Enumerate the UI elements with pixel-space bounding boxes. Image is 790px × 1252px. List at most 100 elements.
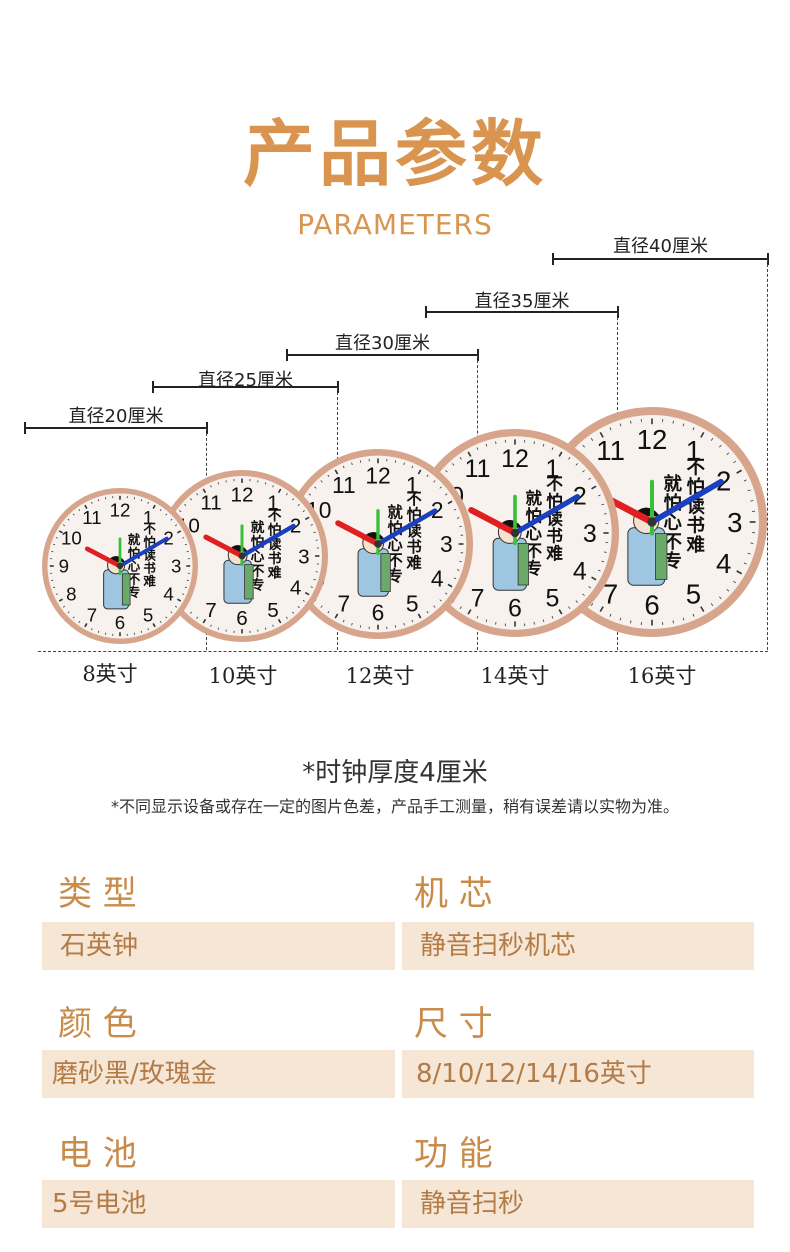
scholar-scroll	[517, 543, 529, 586]
clock-tick	[456, 517, 460, 519]
param-value-type: 石英钟	[42, 922, 395, 970]
clock-tick	[599, 431, 604, 438]
clock-tick	[495, 621, 497, 625]
clock-motto-char: 难	[142, 574, 156, 589]
clock-numeral: 6	[236, 607, 247, 630]
dimension-line-20cm	[24, 422, 208, 434]
clock-tick	[445, 493, 448, 496]
clock-numeral: 3	[727, 507, 742, 538]
clock-tick	[159, 620, 162, 624]
clock-tick	[182, 593, 185, 595]
clock-tick	[217, 627, 220, 630]
dimension-line-40cm	[552, 253, 769, 265]
clock-numeral: 4	[716, 548, 731, 579]
clock-tick	[342, 619, 345, 623]
clock-numeral: 5	[545, 585, 559, 613]
clock-tick	[72, 616, 75, 619]
clock-tick	[447, 500, 453, 505]
clock-tick	[152, 623, 156, 628]
clock-motto-char: 专	[128, 585, 140, 600]
clock-tick	[733, 460, 736, 464]
dimension-label-20cm: 直径20厘米	[68, 406, 164, 427]
param-label-function: 功 能	[414, 1134, 493, 1174]
clock-numeral: 12	[110, 499, 131, 520]
clock-tick	[476, 447, 479, 451]
clock-tick	[320, 605, 323, 608]
clock-motto-char: 就	[388, 503, 404, 521]
size-label-12in: 12英寸	[345, 664, 415, 688]
clock-numeral: 5	[143, 604, 153, 625]
clock-tick	[217, 482, 220, 485]
clock-tick	[292, 498, 295, 501]
clock-tick	[210, 624, 212, 627]
clock-tick	[710, 438, 714, 441]
disclaimer-note: *不同显示设备或存在一定的图片色差，产品手工测量，稍有误差请以实物为准。	[110, 797, 679, 816]
clock-tick	[417, 469, 422, 475]
clock-numeral: 4	[163, 584, 173, 605]
clock-motto-char: 心	[128, 558, 141, 573]
clock-tick	[582, 593, 585, 596]
scholar-scroll	[244, 564, 254, 600]
clock-tick	[719, 444, 722, 448]
dimension-label-30cm: 直径30厘米	[335, 333, 430, 354]
clock-tick	[285, 493, 288, 496]
clock-motto-char: 专	[388, 567, 403, 585]
clock-tick	[302, 510, 305, 513]
clock-numeral: 6	[372, 599, 385, 625]
hour-hand	[468, 506, 519, 537]
clock-center-cap	[238, 552, 246, 560]
clock-numeral: 6	[115, 612, 125, 633]
clock-tick	[174, 605, 178, 608]
clock-motto-char: 不	[251, 563, 265, 579]
clock-numeral: 1	[267, 492, 278, 515]
clock-tick	[459, 606, 462, 609]
clock-motto-char: 就	[525, 488, 542, 508]
clock-numeral: 12	[501, 445, 529, 473]
clock-tick	[170, 518, 173, 521]
clock-numeral: 7	[87, 604, 97, 625]
clock-tick	[189, 611, 192, 614]
clock-tick	[603, 513, 607, 515]
clock-tick	[456, 569, 460, 571]
clock-tick	[140, 499, 143, 502]
clock-tick	[91, 501, 93, 504]
clock-tick	[533, 441, 535, 445]
dimension-label-25cm: 直径25厘米	[198, 370, 293, 391]
clock-motto-char: 心	[388, 535, 403, 553]
clock-tick	[439, 599, 442, 602]
clock-tick	[84, 504, 88, 509]
clock-tick	[630, 620, 632, 624]
clock-tick	[84, 623, 88, 628]
clock-tick	[426, 474, 429, 477]
clock-numeral: 1	[686, 435, 701, 466]
hour-hand	[335, 520, 381, 547]
minute-hand	[649, 478, 724, 525]
hour-hand	[84, 546, 123, 569]
minute-hand	[375, 508, 438, 547]
clock-numeral: 7	[603, 578, 618, 609]
clock-numeral: 11	[596, 435, 625, 466]
clock-center-cap	[510, 528, 520, 538]
clock-tick	[590, 603, 594, 606]
clock-center-cap	[374, 540, 382, 548]
clock-numeral: 7	[205, 599, 216, 622]
clock-tick	[351, 462, 353, 466]
clock-tick	[682, 423, 685, 427]
clock-motto-char: 难	[406, 554, 422, 572]
clock-numeral: 11	[200, 492, 221, 515]
clock-motto-char: 书	[268, 550, 282, 567]
clock-tick	[558, 609, 563, 615]
clock-tick	[304, 591, 310, 596]
baseline-guide	[38, 651, 768, 652]
clock-tick	[320, 480, 323, 483]
clock-tick	[733, 580, 736, 584]
clock-tick	[58, 530, 63, 534]
wall-clock: 121234567891011不怕读书难就怕心不专	[42, 488, 198, 644]
clock-tick	[152, 504, 156, 509]
clock-center-cap	[116, 562, 124, 570]
clock-tick	[165, 513, 168, 516]
clock-tick	[147, 501, 149, 504]
clock-tick	[672, 620, 674, 624]
clock-motto-char: 就	[251, 519, 265, 536]
clock-motto-char: 书	[407, 538, 422, 556]
